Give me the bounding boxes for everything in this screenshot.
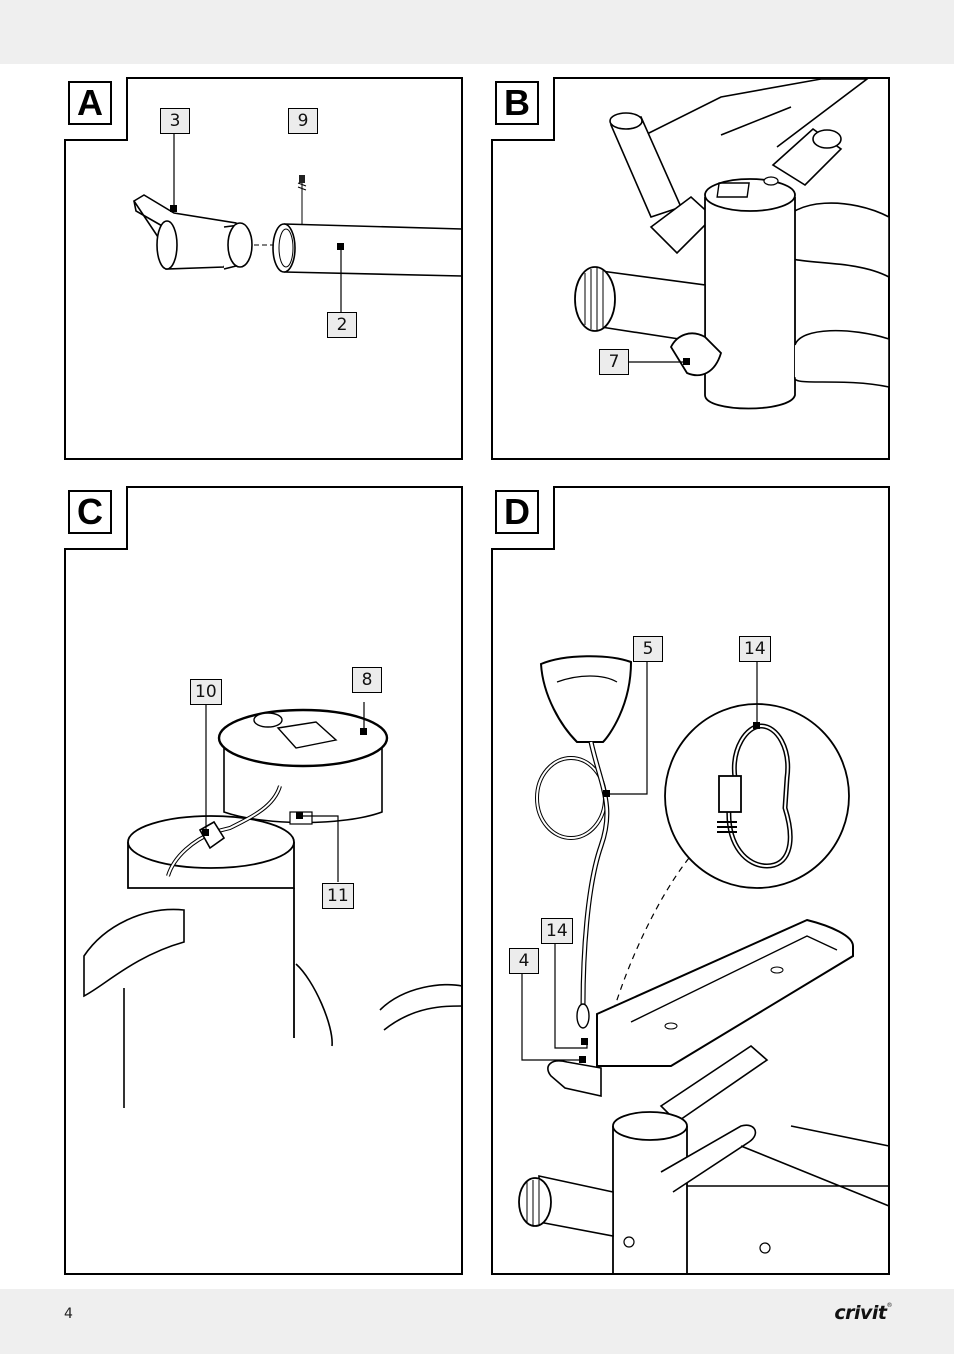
brand-logo-text: crivit xyxy=(834,1302,886,1324)
panel-a: A 3 9 2 xyxy=(64,77,464,461)
part-label-14-attach: 14 xyxy=(541,918,573,944)
panel-b-drawing xyxy=(491,77,891,461)
panel-d-drawing xyxy=(491,486,891,1276)
panel-letter-a: A xyxy=(68,81,112,125)
part-label-4: 4 xyxy=(509,948,539,974)
header-band xyxy=(0,0,954,64)
part-label-8: 8 xyxy=(352,667,382,693)
part-label-11: 11 xyxy=(322,883,354,909)
brand-logo: crivit® xyxy=(834,1302,892,1324)
panel-c: C 10 8 11 xyxy=(64,486,464,1276)
part-label-9: 9 xyxy=(288,108,318,134)
panel-letter-b: B xyxy=(495,81,539,125)
page-number: 4 xyxy=(64,1306,73,1322)
part-label-10: 10 xyxy=(190,679,222,705)
panel-c-drawing xyxy=(64,486,464,1276)
footer-band xyxy=(0,1289,954,1354)
panel-d: D 5 14 14 4 xyxy=(491,486,891,1276)
panel-a-drawing xyxy=(64,77,464,461)
panel-letter-d: D xyxy=(495,490,539,534)
panel-letter-c: C xyxy=(68,490,112,534)
part-label-7: 7 xyxy=(599,349,629,375)
part-label-5: 5 xyxy=(633,636,663,662)
part-label-14-carabiner: 14 xyxy=(739,636,771,662)
part-label-3: 3 xyxy=(160,108,190,134)
part-label-2: 2 xyxy=(327,312,357,338)
panel-b: B 7 xyxy=(491,77,891,461)
